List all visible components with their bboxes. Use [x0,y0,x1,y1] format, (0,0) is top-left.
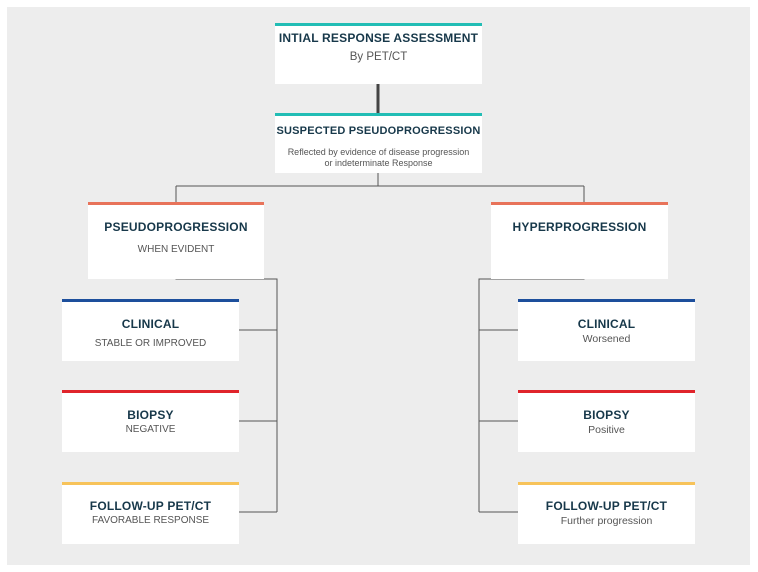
node-accent-bar [62,482,239,485]
node-accent-bar [62,299,239,302]
node-subtitle: Reflected by evidence of disease progres… [287,147,470,168]
node-accent-bar [275,113,482,116]
node-subtitle: Worsened [582,333,631,345]
node-left-clinical: CLINICAL STABLE OR IMPROVED [62,299,239,361]
node-initial-response: INTIAL RESPONSE ASSESSMENT By PET/CT [275,23,482,84]
node-right-followup: FOLLOW-UP PET/CT Further progression [518,482,695,544]
node-title: BIOPSY [583,408,630,422]
node-title: FOLLOW-UP PET/CT [89,499,212,513]
node-pseudoprogression: PSEUDOPROGRESSION WHEN EVIDENT [88,202,264,279]
node-subtitle: WHEN EVIDENT [137,244,215,255]
node-suspected-pseudoprogression: SUSPECTED PSEUDOPROGRESSION Reflected by… [275,113,482,173]
node-subtitle: FAVORABLE RESPONSE [91,515,210,526]
node-title: HYPERPROGRESSION [512,220,647,234]
node-accent-bar [62,390,239,393]
node-title: INTIAL RESPONSE ASSESSMENT [278,31,479,45]
node-accent-bar [518,390,695,393]
node-left-followup: FOLLOW-UP PET/CT FAVORABLE RESPONSE [62,482,239,544]
node-left-biopsy: BIOPSY NEGATIVE [62,390,239,452]
node-subtitle: Positive [588,424,625,436]
node-title: CLINICAL [121,317,180,331]
node-accent-bar [491,202,668,205]
node-title: BIOPSY [127,408,174,422]
node-right-clinical: CLINICAL Worsened [518,299,695,361]
node-title: CLINICAL [577,317,636,331]
node-accent-bar [518,299,695,302]
node-hyperprogression: HYPERPROGRESSION [491,202,668,279]
node-title: PSEUDOPROGRESSION [104,220,248,234]
node-subtitle: Further progression [560,515,653,527]
node-title: FOLLOW-UP PET/CT [545,499,668,513]
node-subtitle: STABLE OR IMPROVED [94,338,207,349]
node-accent-bar [275,23,482,26]
node-right-biopsy: BIOPSY Positive [518,390,695,452]
node-accent-bar [518,482,695,485]
node-accent-bar [88,202,264,205]
node-title: SUSPECTED PSEUDOPROGRESSION [276,125,481,137]
node-subtitle: By PET/CT [349,51,408,63]
node-subtitle: NEGATIVE [125,424,176,435]
